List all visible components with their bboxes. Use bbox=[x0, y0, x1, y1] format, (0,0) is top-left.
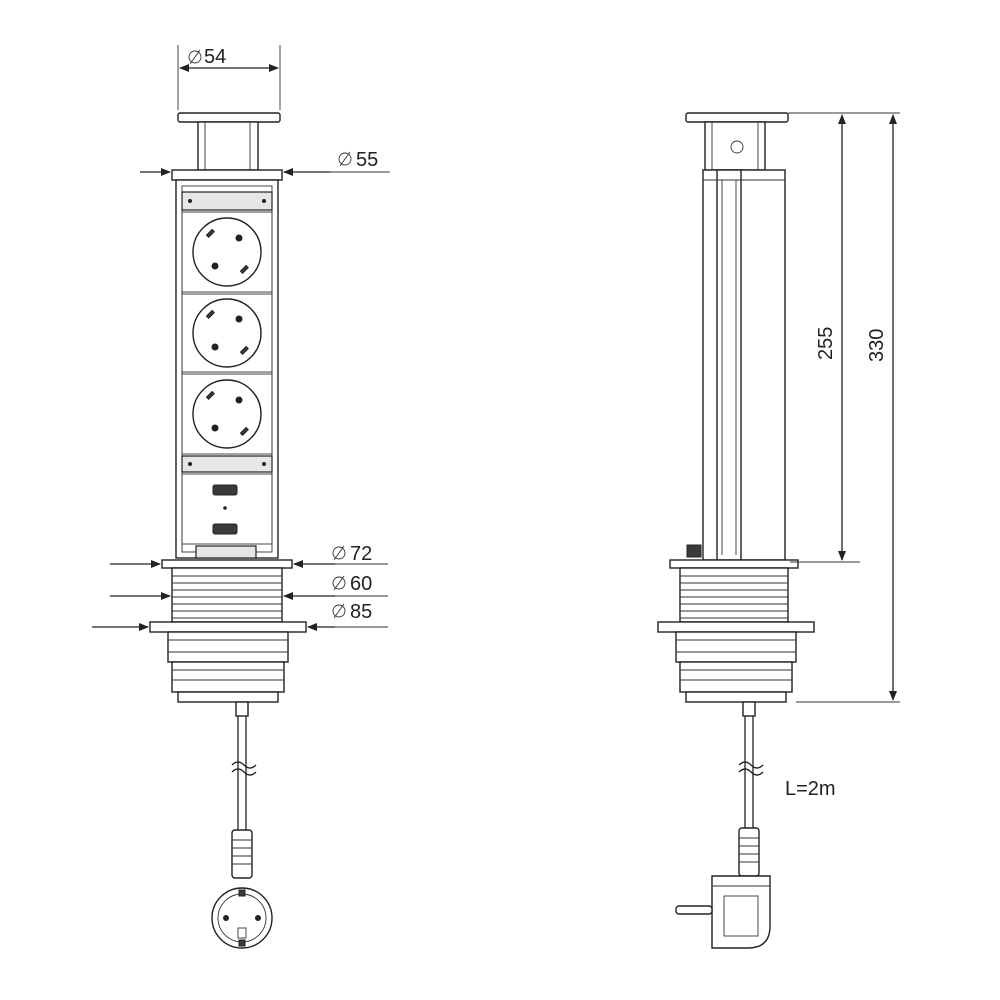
plug-front bbox=[211, 829, 273, 949]
schuko-socket-3 bbox=[181, 373, 273, 455]
usb-module bbox=[181, 473, 273, 545]
flange-bottom bbox=[149, 621, 307, 633]
flange-top bbox=[161, 559, 293, 569]
dimension-column-diameter: 55 bbox=[140, 149, 390, 176]
cable-length-label: L=2m bbox=[785, 778, 836, 800]
top-cap-diameter-label: 54 bbox=[204, 46, 226, 68]
side-top-cap bbox=[685, 112, 789, 171]
side-flange-bottom bbox=[657, 621, 815, 633]
thread-diameter-label: 60 bbox=[350, 573, 372, 595]
column-diameter-label: 55 bbox=[356, 149, 378, 171]
dimension-flange-bottom-diameter: 85 bbox=[92, 601, 388, 631]
dimension-inner-height: 255 bbox=[788, 112, 900, 563]
power-cable bbox=[231, 701, 257, 830]
dimension-flange-top-diameter: 72 bbox=[110, 543, 388, 568]
side-view: 255 330 L=2m bbox=[657, 112, 900, 949]
threaded-sleeve bbox=[171, 567, 283, 623]
dimension-thread-diameter: 60 bbox=[110, 573, 388, 600]
mounting-nut bbox=[167, 631, 289, 703]
side-flange-top bbox=[669, 559, 799, 569]
dimension-top-cap-diameter: 54 bbox=[177, 45, 281, 110]
bottom-latch bbox=[195, 545, 257, 559]
top-divider bbox=[181, 191, 273, 211]
usb-port-2 bbox=[212, 523, 238, 535]
column-collar bbox=[171, 169, 283, 181]
middle-divider bbox=[181, 455, 273, 473]
schuko-socket-2 bbox=[181, 293, 273, 373]
schuko-socket-1 bbox=[181, 211, 273, 293]
usb-port-1 bbox=[212, 484, 238, 496]
flange-bottom-diameter-label: 85 bbox=[350, 601, 372, 623]
side-power-cable bbox=[738, 701, 764, 828]
side-mounting-nut bbox=[675, 631, 797, 703]
flange-top-diameter-label: 72 bbox=[350, 543, 372, 565]
side-threaded-sleeve bbox=[679, 567, 789, 623]
inner-height-label: 255 bbox=[815, 327, 837, 360]
top-cap bbox=[177, 112, 281, 171]
total-height-label: 330 bbox=[866, 329, 888, 362]
dimension-total-height: 330 bbox=[796, 114, 900, 703]
side-column bbox=[686, 169, 786, 561]
front-view: 54 55 bbox=[92, 45, 390, 949]
plug-side bbox=[675, 827, 771, 949]
